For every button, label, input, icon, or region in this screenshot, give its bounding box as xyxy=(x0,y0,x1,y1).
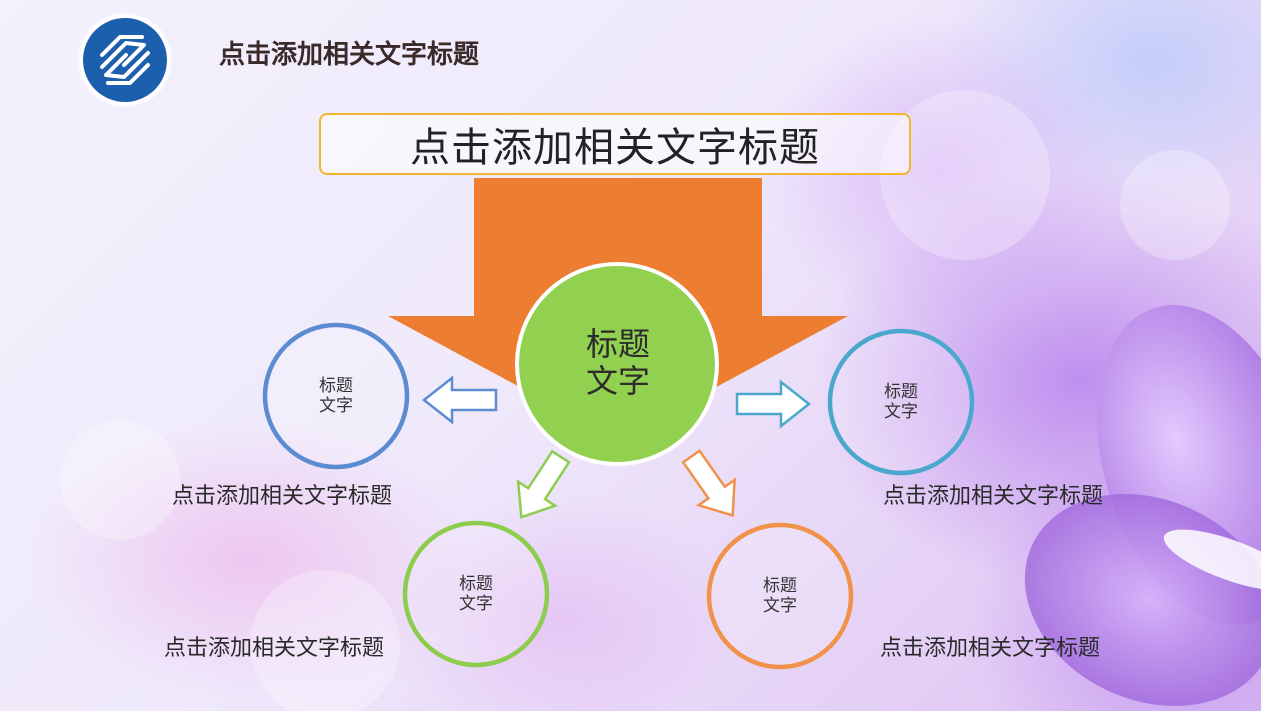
bokeh-light xyxy=(60,420,180,540)
node-line1: 标题 xyxy=(884,382,918,402)
node-line2: 文字 xyxy=(319,395,353,416)
main-title-box: 点击添加相关文字标题 xyxy=(319,113,911,175)
center-node-line1: 标题 xyxy=(585,325,650,363)
node-line1: 标题 xyxy=(319,376,353,396)
china-mobile-logo-icon xyxy=(83,18,167,102)
bokeh-light xyxy=(250,570,400,711)
caption-bottom-right: 点击添加相关文字标题 xyxy=(880,636,1101,661)
logo xyxy=(80,15,170,105)
center-node-line2: 文字 xyxy=(585,361,650,400)
node-label-left: 标题 文字 xyxy=(296,376,376,416)
caption-right: 点击添加相关文字标题 xyxy=(883,484,1104,509)
bokeh-light xyxy=(1120,150,1230,260)
node-line2: 文字 xyxy=(884,401,918,422)
node-circle-bottom-left xyxy=(402,520,550,668)
main-title: 点击添加相关文字标题 xyxy=(410,125,820,171)
arrow-to-left-node xyxy=(421,375,498,425)
node-line2: 文字 xyxy=(763,595,797,616)
center-node-circle xyxy=(515,262,719,466)
node-circle-bottom-right xyxy=(706,522,854,670)
arrow-to-right-node xyxy=(735,379,812,429)
caption-left: 点击添加相关文字标题 xyxy=(172,484,393,509)
node-circle-right xyxy=(827,328,975,476)
node-label-right: 标题 文字 xyxy=(861,382,941,422)
node-label-bottom-right: 标题 文字 xyxy=(740,576,820,616)
node-label-bottom-left: 标题 文字 xyxy=(436,574,516,614)
center-node-label: 标题 文字 xyxy=(556,326,680,400)
node-line1: 标题 xyxy=(459,574,493,594)
caption-bottom-left: 点击添加相关文字标题 xyxy=(164,636,385,661)
page-title: 点击添加相关文字标题 xyxy=(219,40,480,70)
arrow-to-bottom-left-node xyxy=(516,449,571,519)
node-circle-left xyxy=(262,322,410,470)
node-line1: 标题 xyxy=(763,576,797,596)
node-line2: 文字 xyxy=(459,593,493,614)
arrow-to-bottom-right-node xyxy=(681,449,736,518)
